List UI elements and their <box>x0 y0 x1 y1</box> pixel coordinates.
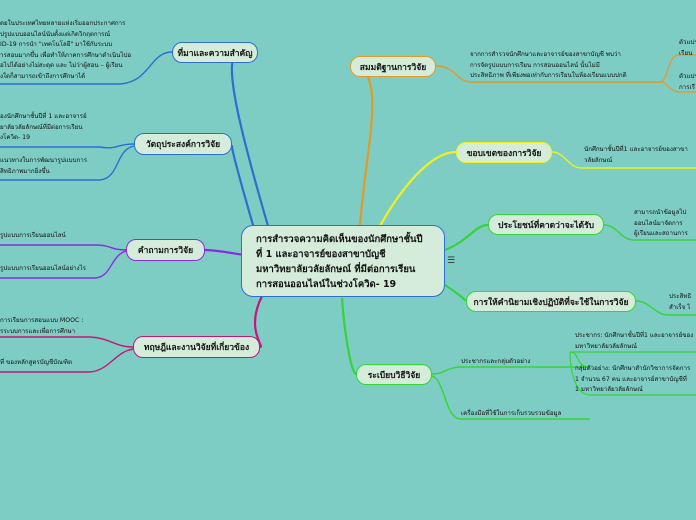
note-benefits: สามารถนำข้อมูลไป ออนไลน์มาจัดการ ผู้เรีย… <box>634 209 688 237</box>
topic-benefits[interactable]: ประโยชน์ที่คาดว่าจะได้รับ <box>488 214 604 235</box>
connector-benefits <box>444 223 489 252</box>
note-theory-2: ที่ ของหลักสูตรบัญชีบัณฑิต <box>0 359 72 366</box>
topic-label: การให้คำนิยามเชิงปฏิบัติที่จะใช้ในการวิจ… <box>473 297 629 308</box>
connector-questions <box>204 248 245 257</box>
topic-questions[interactable]: คำถามการวิจัย <box>126 239 205 261</box>
topic-definitions[interactable]: การให้คำนิยามเชิงปฏิบัติที่จะใช้ในการวิจ… <box>466 291 636 312</box>
note-objectives-2: แนวทางในการพัฒนารูปแบบการ สิทธิภาพมากยิ่… <box>0 157 88 175</box>
connector-scope <box>379 150 457 227</box>
method-item-sample: กลุ่มตัวอย่าง: นักศึกษาสำนักวิชาการจัดกา… <box>575 365 691 393</box>
note-questions-2: รูปแบบการเรียนออนไลน์อย่างไร <box>0 265 86 272</box>
connector-methodology <box>340 297 358 376</box>
topic-label: ประโยชน์ที่คาดว่าจะได้รับ <box>497 220 595 231</box>
topic-scope[interactable]: ขอบเขตของการวิจัย <box>456 142 552 163</box>
central-topic[interactable]: การสำรวจความคิดเห็นของนักศึกษาชั้นปี ที่… <box>241 225 445 297</box>
topic-label: สมมติฐานการวิจัย <box>359 62 427 73</box>
topic-objectives[interactable]: วัตถุประสงค์การวิจัย <box>134 133 232 155</box>
connector-objectives <box>230 142 257 233</box>
topic-label: ที่มาและความสำคัญ <box>177 48 253 59</box>
connector-definitions <box>444 284 467 302</box>
note-theory-1: การเรียนการสอนแบบ MOOC : รระบบการและเพื่… <box>0 317 84 335</box>
connector-theory <box>253 295 263 349</box>
note-background: ดยในประเทศไทยหลายแห่งเริ่มออกประกาศการ ป… <box>0 20 132 80</box>
method-item-population: ประชากร: นักศึกษาชั้นปีที่1 และอาจารย์ขอ… <box>575 332 694 350</box>
note-objectives-1: องนักศึกษาชั้นปีที่ 1 และอาจารย์ ยาลัยวล… <box>0 113 87 141</box>
topic-hypothesis[interactable]: สมมติฐานการวิจัย <box>350 56 436 77</box>
topic-background[interactable]: ที่มาและความสำคัญ <box>172 42 258 63</box>
note-scope: นักศึกษาชั้นปีที่1 และอาจารย์ของสาขา วลั… <box>584 146 688 164</box>
menu-icon[interactable]: ☰ <box>447 256 456 266</box>
connector-background <box>230 50 270 227</box>
method-branch-population: ประชากรและกลุ่มตัวอย่าง <box>461 358 531 365</box>
method-branch-tools: เครื่องมือที่ใช้ในการเก็บรวบรวมข้อมูล <box>461 410 562 417</box>
topic-label: วัตถุประสงค์การวิจัย <box>145 140 221 150</box>
topic-label: ระเบียบวิธีวิจัย <box>367 370 421 381</box>
note-definitions: ประสิทธิ สำเร็จ ไ <box>669 293 692 311</box>
connector-hypothesis <box>349 64 374 227</box>
topic-theory[interactable]: ทฤษฎีและงานวิจัยที่เกี่ยวข้อง <box>133 336 260 358</box>
note-hypothesis-sub-2: ตัวแปร การเรี <box>679 73 696 91</box>
topic-methodology[interactable]: ระเบียบวิธีวิจัย <box>356 364 432 385</box>
note-hypothesis: จากการสำรวจนักศึกษาและอาจารย์ของสาขาบัญช… <box>470 51 627 79</box>
note-hypothesis-sub-1: ตัวแปร เรียน <box>679 39 696 57</box>
topic-label: ขอบเขตของการวิจัย <box>466 148 542 159</box>
topic-label: คำถามการวิจัย <box>137 246 194 256</box>
note-questions-1: รูปแบบการเรียนออนไลน์ <box>0 232 66 239</box>
topic-label: ทฤษฎีและงานวิจัยที่เกี่ยวข้อง <box>143 343 250 353</box>
